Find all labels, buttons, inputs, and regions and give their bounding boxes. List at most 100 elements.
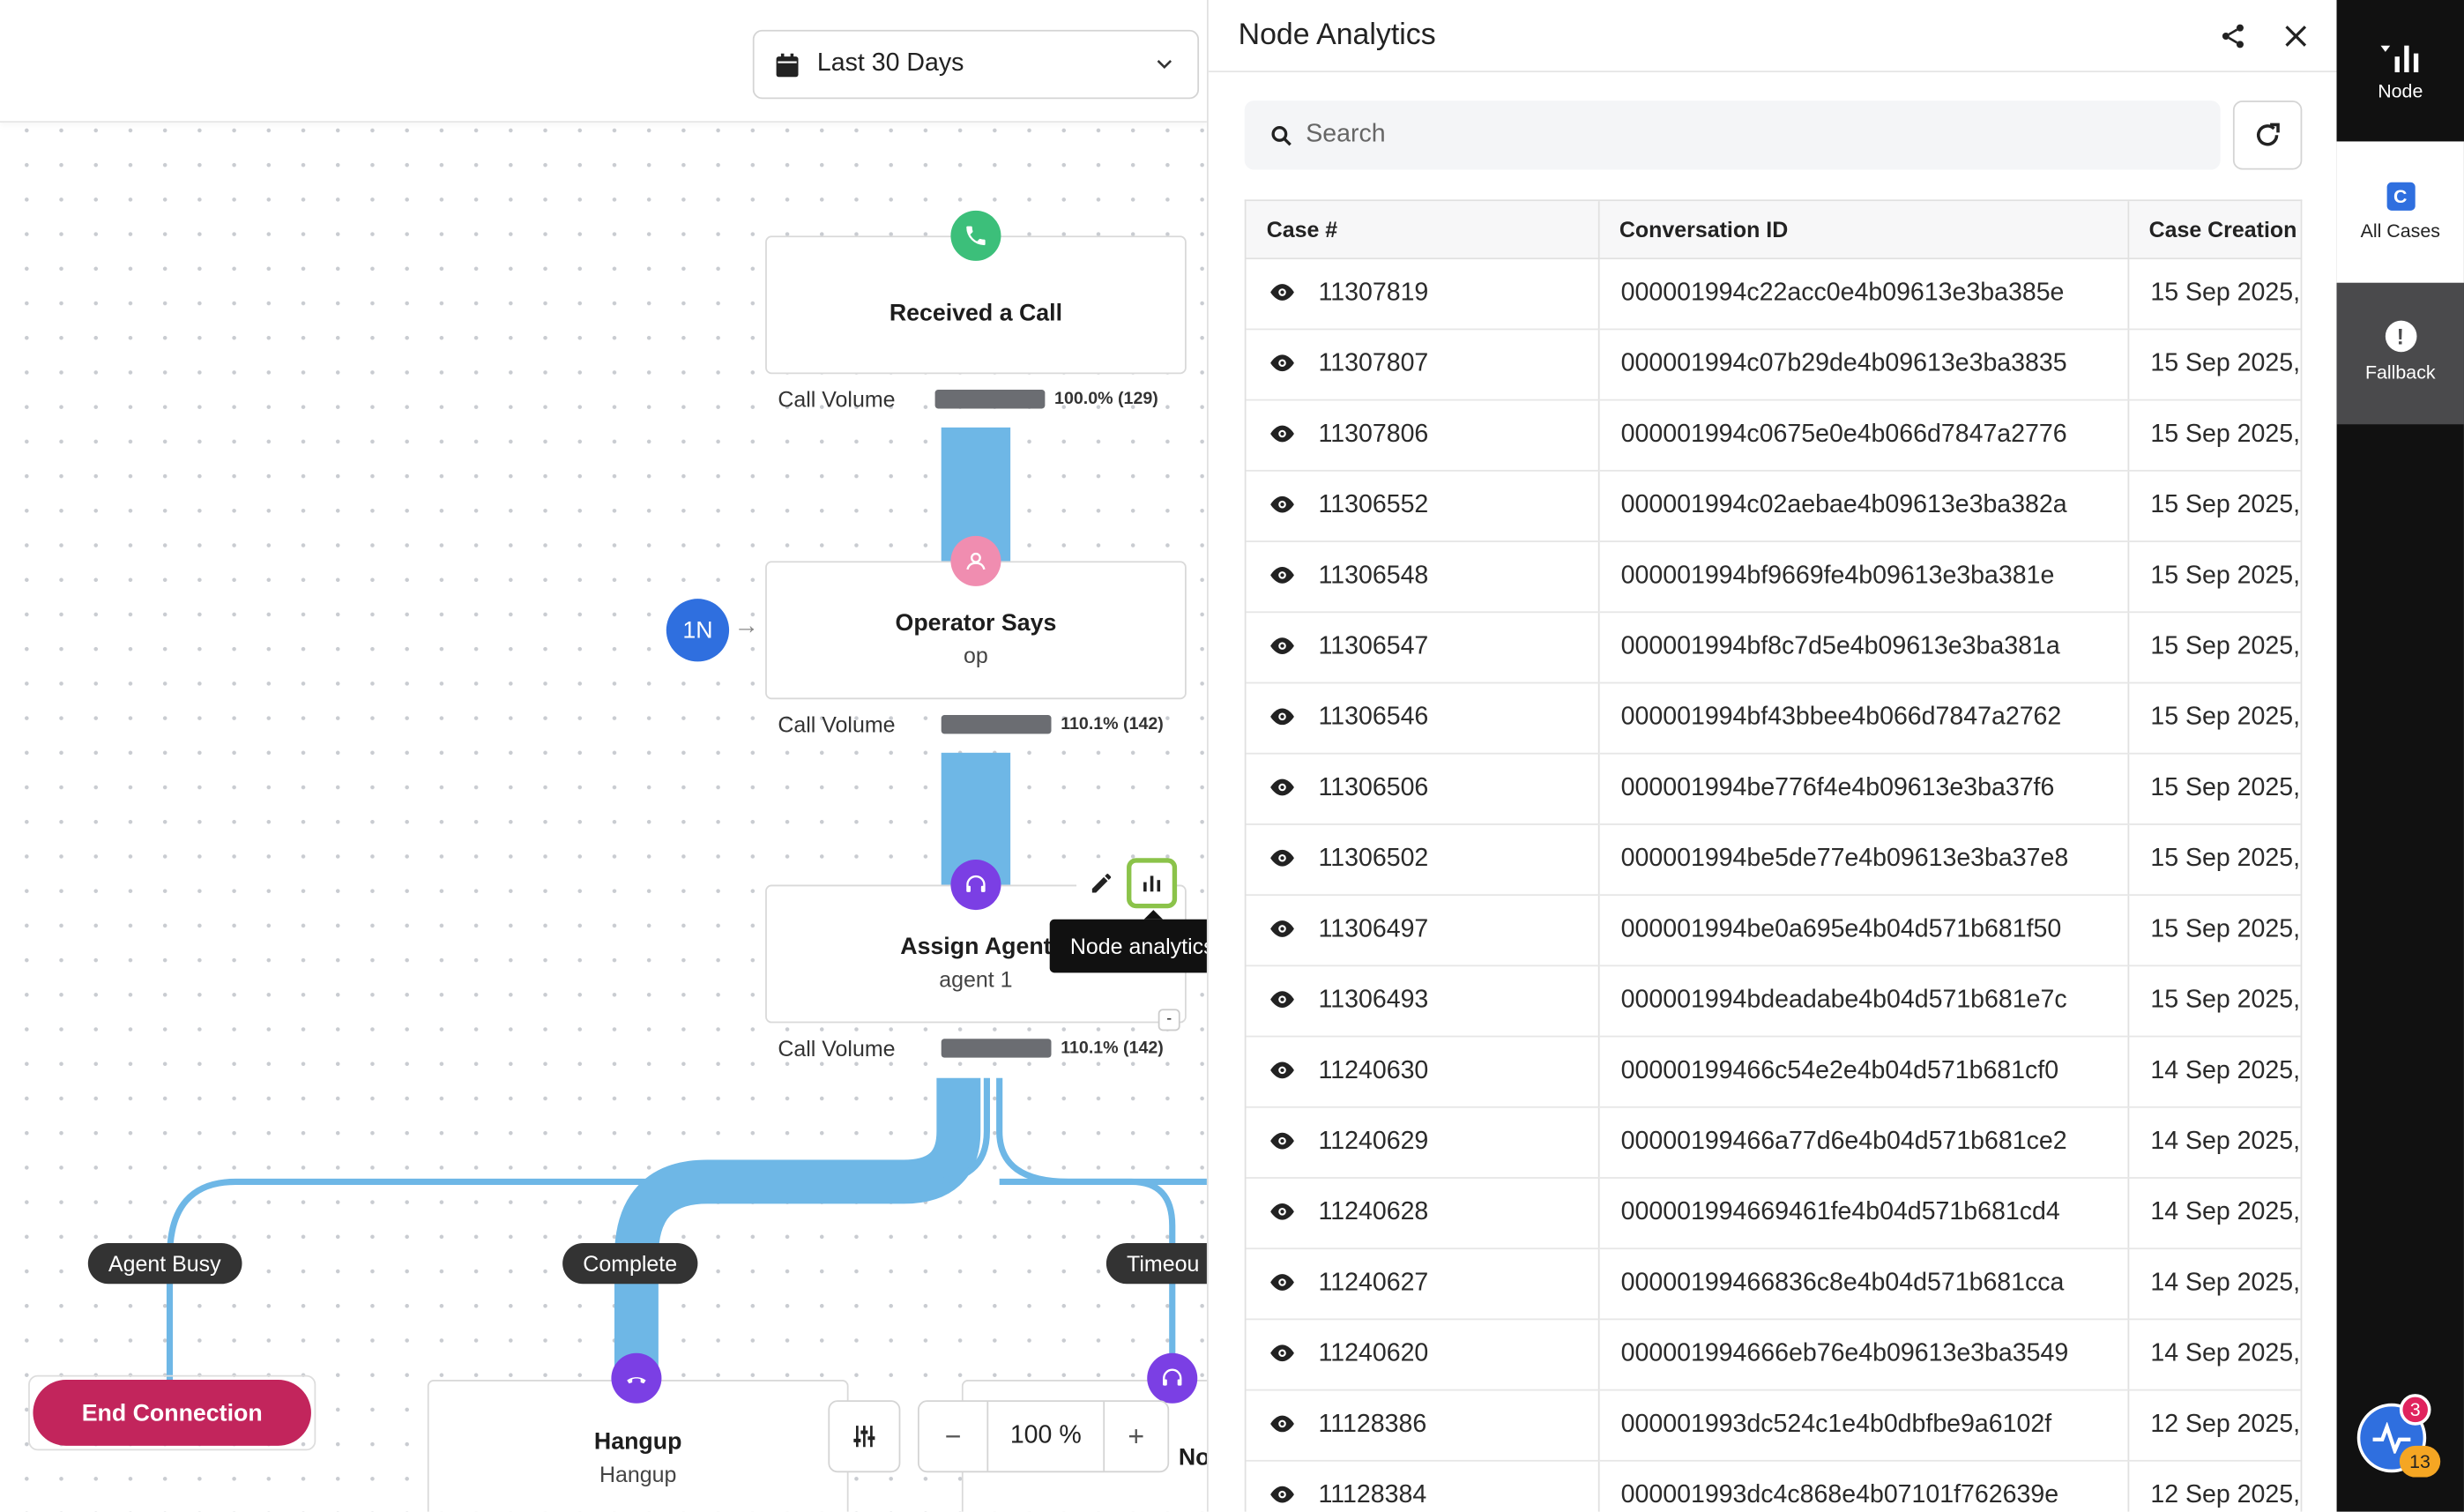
case-creation-cell: 15 Sep 2025,	[2128, 257, 2303, 328]
case-number[interactable]: 11306493	[1319, 987, 1429, 1013]
column-header-case-creation[interactable]: Case Creation	[2128, 201, 2303, 257]
eye-icon[interactable]	[1268, 425, 1296, 443]
conversation-id-cell: 000001994be0a695e4b04d571b681f50	[1598, 894, 2128, 965]
eye-icon[interactable]	[1268, 708, 1296, 726]
eye-icon[interactable]	[1268, 1132, 1296, 1151]
case-number[interactable]: 11240627	[1319, 1269, 1429, 1295]
case-cell: 11240620	[1247, 1319, 1598, 1389]
case-number[interactable]: 11240630	[1319, 1057, 1429, 1084]
case-cell: 11306552	[1247, 470, 1598, 540]
case-number[interactable]: 11306497	[1319, 915, 1429, 942]
case-cell: 11307806	[1247, 399, 1598, 470]
eye-icon[interactable]	[1268, 1273, 1296, 1292]
eye-icon[interactable]	[1268, 990, 1296, 1009]
filter-button[interactable]	[828, 1400, 900, 1472]
eye-icon[interactable]	[1268, 1203, 1296, 1221]
case-number[interactable]: 11240620	[1319, 1340, 1429, 1367]
case-number[interactable]: 11307807	[1319, 350, 1429, 376]
eye-icon[interactable]	[1268, 1061, 1296, 1080]
rail-item-node[interactable]: Node	[2337, 0, 2464, 141]
table-row[interactable]: 11240629 00000199466a77d6e4b04d571b681ce2…	[1247, 1106, 2303, 1177]
node-subtitle: Hangup	[429, 1462, 847, 1487]
case-number[interactable]: 11128384	[1319, 1481, 1427, 1508]
table-row[interactable]: 11306497 000001994be0a695e4b04d571b681f50…	[1247, 894, 2303, 965]
search-input[interactable]: Search	[1245, 101, 2221, 169]
case-cell: 11128384	[1247, 1460, 1598, 1512]
eye-icon[interactable]	[1268, 1344, 1296, 1363]
rail-item-label: Node	[2337, 80, 2464, 102]
case-number[interactable]: 11306548	[1319, 562, 1429, 588]
branch-timeout[interactable]: Timeou	[1106, 1243, 1207, 1284]
call-volume-row: Call Volume 110.1% (142)	[778, 1036, 1186, 1061]
case-number[interactable]: 11307806	[1319, 421, 1429, 447]
zoom-in-button[interactable]: +	[1105, 1402, 1167, 1471]
eye-icon[interactable]	[1268, 495, 1296, 514]
branch-complete[interactable]: Complete	[562, 1243, 697, 1284]
column-header-conversation-id[interactable]: Conversation ID	[1598, 201, 2128, 257]
table-row[interactable]: 11240620 000001994666eb76e4b09613e3ba3549…	[1247, 1319, 2303, 1389]
case-number[interactable]: 11306506	[1319, 774, 1429, 801]
case-number[interactable]: 11240628	[1319, 1198, 1429, 1225]
collapse-button[interactable]: -	[1158, 1009, 1180, 1031]
end-connection-outline	[28, 1375, 316, 1451]
close-icon[interactable]	[2282, 22, 2310, 50]
date-range-select[interactable]: Last 30 Days	[753, 30, 1199, 99]
eye-icon[interactable]	[1268, 778, 1296, 797]
call-volume-bar	[935, 390, 1046, 408]
conversation-id-cell: 000001993dc524c1e4b0dbfbe9a6102f	[1598, 1389, 2128, 1460]
zoom-out-button[interactable]: −	[919, 1402, 988, 1471]
case-number[interactable]: 11306547	[1319, 632, 1429, 659]
edit-node-button[interactable]	[1076, 858, 1127, 908]
column-header-case[interactable]: Case #	[1247, 201, 1598, 257]
case-creation-cell: 14 Sep 2025,	[2128, 1036, 2303, 1106]
call-volume-bar	[942, 1039, 1052, 1057]
eye-icon[interactable]	[1268, 566, 1296, 585]
call-volume-bar	[942, 715, 1052, 734]
rail-item-fallback[interactable]: ! Fallback	[2337, 283, 2464, 424]
conversation-id-cell: 000001994666eb76e4b09613e3ba3549	[1598, 1319, 2128, 1389]
eye-icon[interactable]	[1268, 849, 1296, 868]
bar-chart-icon	[1139, 871, 1165, 897]
case-number[interactable]: 11240629	[1319, 1128, 1429, 1154]
case-creation-cell: 15 Sep 2025,	[2128, 823, 2303, 894]
case-number[interactable]: 11306552	[1319, 491, 1429, 518]
node-title: Hangup	[429, 1428, 847, 1455]
case-number[interactable]: 11128386	[1319, 1411, 1427, 1437]
eye-icon[interactable]	[1268, 1486, 1296, 1504]
node-analytics-button[interactable]	[1127, 858, 1177, 908]
case-number[interactable]: 11307819	[1319, 279, 1429, 305]
branch-agent-busy[interactable]: Agent Busy	[88, 1243, 242, 1284]
case-number[interactable]: 11306502	[1319, 845, 1429, 871]
flow-canvas[interactable]: Received a Call Call Volume 100.0% (129)…	[0, 0, 1207, 1512]
eye-icon[interactable]	[1268, 283, 1296, 302]
eye-icon[interactable]	[1268, 1415, 1296, 1434]
table-row[interactable]: 11128386 000001993dc524c1e4b0dbfbe9a6102f…	[1247, 1389, 2303, 1460]
conversation-id-cell: 00000199466a77d6e4b04d571b681ce2	[1598, 1106, 2128, 1177]
eye-icon[interactable]	[1268, 920, 1296, 938]
operator-icon	[950, 536, 1001, 586]
eye-icon[interactable]	[1268, 354, 1296, 373]
eye-icon[interactable]	[1268, 637, 1296, 655]
share-icon[interactable]	[2219, 22, 2247, 50]
notification-badge: 3	[2400, 1394, 2431, 1426]
panel-header: Node Analytics	[1209, 0, 2339, 72]
entry-badge[interactable]: 1N	[666, 599, 729, 661]
refresh-button[interactable]	[2233, 101, 2302, 169]
case-number[interactable]: 11306546	[1319, 704, 1429, 730]
rail-item-all-cases[interactable]: C All Cases	[2337, 141, 2464, 282]
case-creation-cell: 14 Sep 2025,	[2128, 1319, 2303, 1389]
